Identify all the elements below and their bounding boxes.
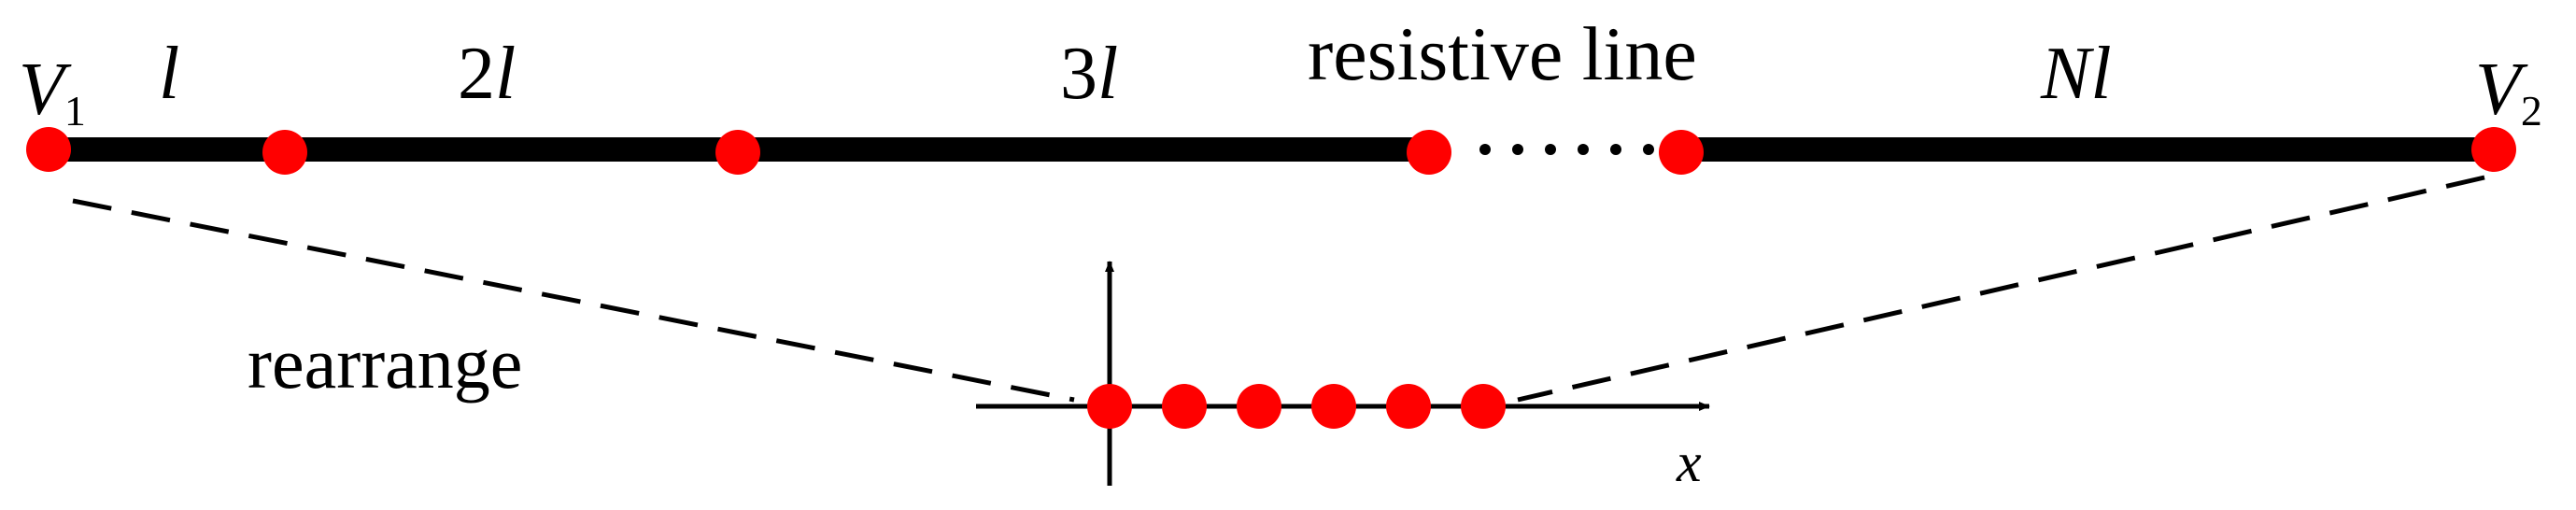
label-segN: Nl <box>2040 33 2112 115</box>
line-node <box>2471 127 2516 172</box>
label-v2: V2 <box>2475 49 2542 135</box>
dashed-line-left <box>72 198 1075 403</box>
axis-node <box>1087 384 1132 429</box>
label-seg1: l <box>159 33 179 115</box>
line-nodes <box>26 127 2516 175</box>
axis-node <box>1311 384 1356 429</box>
line-node <box>715 130 760 175</box>
label-seg3: 3l <box>1060 33 1118 115</box>
line-node <box>1407 130 1451 175</box>
ellipsis-dots <box>1479 144 1654 155</box>
axis-node <box>1237 384 1281 429</box>
label-seg2: 2l <box>458 33 516 115</box>
axis-nodes <box>1087 384 1506 429</box>
axis-node <box>1162 384 1207 429</box>
axis-node <box>1461 384 1506 429</box>
label-v1: V1 <box>19 49 86 135</box>
dashed-line-right <box>1517 175 2485 403</box>
line-node <box>262 130 307 175</box>
label-x-axis: x <box>1676 432 1702 493</box>
label-rearrange: rearrange <box>248 322 522 404</box>
axis-node <box>1386 384 1431 429</box>
line-node <box>1659 130 1704 175</box>
label-line-name: resistive line <box>1308 11 1697 96</box>
line-node <box>26 127 71 172</box>
